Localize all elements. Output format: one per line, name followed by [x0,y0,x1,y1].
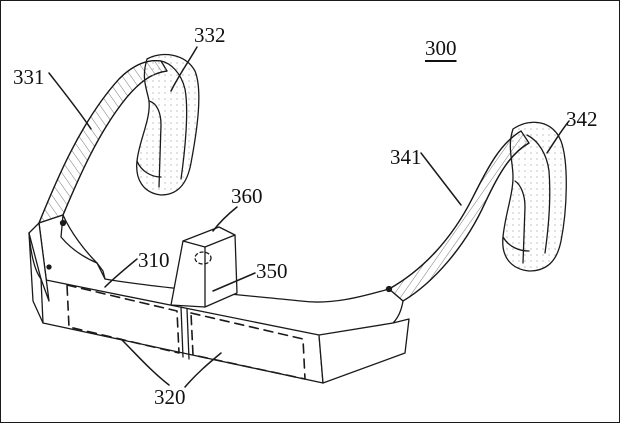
label-341: 341 [390,145,422,169]
label-342: 342 [566,107,598,131]
left-ear-hook [136,53,200,196]
figure-number: 300 [425,36,457,60]
label-360: 360 [231,184,263,208]
label-331: 331 [13,65,45,89]
dashed-component-boxes [66,284,306,380]
label-350: 350 [256,259,288,283]
leader-lines [48,46,570,388]
camera-module [170,226,238,308]
label-332: 332 [194,23,226,47]
label-320: 320 [154,385,186,409]
label-310: 310 [138,248,170,272]
front-frame [28,214,410,384]
right-ear-hook [502,121,567,272]
